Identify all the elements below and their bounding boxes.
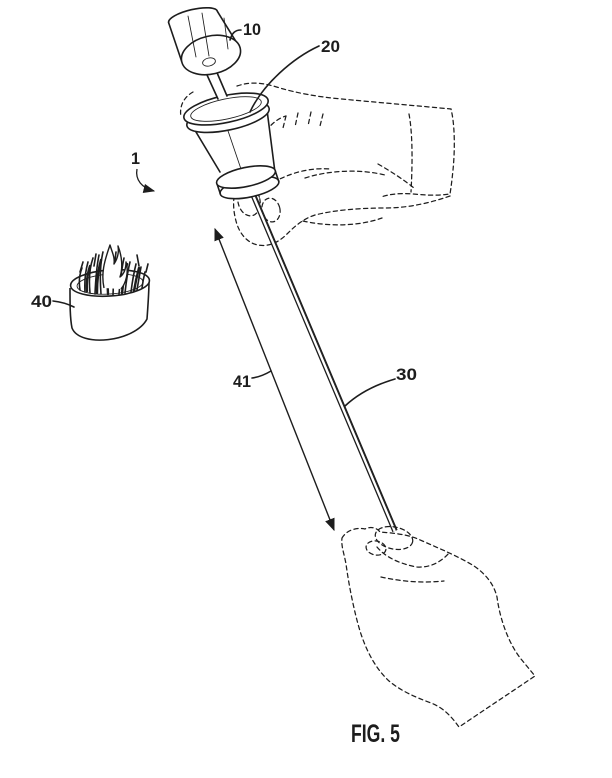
upper-hand-wrist-line bbox=[302, 217, 383, 226]
extension-arrow bbox=[214, 227, 335, 532]
leader-41 bbox=[251, 370, 272, 379]
shaft-body bbox=[250, 191, 397, 532]
flames bbox=[78, 244, 149, 296]
knob-shading-lines bbox=[187, 12, 229, 58]
handle-rim-opening bbox=[190, 96, 262, 122]
flame-sparks bbox=[79, 253, 149, 273]
figure-caption: FIG. 5 bbox=[351, 720, 400, 748]
ref-label-40: 40 bbox=[31, 292, 52, 311]
upper-hand-crease-1 bbox=[377, 163, 415, 189]
ref-label-10: 10 bbox=[243, 20, 261, 39]
upper-hand-fingertip bbox=[179, 91, 194, 118]
upper-hand-cuff-line bbox=[408, 113, 413, 193]
leader-40 bbox=[52, 300, 75, 308]
ref-label-1: 1 bbox=[131, 149, 140, 168]
shaft-highlight-line bbox=[252, 191, 397, 531]
leader-10 bbox=[229, 29, 242, 41]
lower-hand-thumb-curl bbox=[374, 525, 414, 551]
handle-base-disc-upper bbox=[215, 165, 277, 189]
fire-container bbox=[69, 244, 151, 341]
central-flame bbox=[102, 244, 128, 290]
leader-arrow-1 bbox=[136, 168, 156, 193]
upper-hand-knuckle-marks bbox=[282, 111, 324, 129]
reference-labels: 10 20 1 40 41 30 bbox=[31, 20, 417, 407]
double-headed-arrow bbox=[214, 227, 335, 532]
ref-label-20: 20 bbox=[321, 37, 340, 56]
leader-20 bbox=[249, 45, 320, 113]
lower-hand-outline bbox=[341, 525, 536, 728]
lower-hand-silhouette bbox=[341, 526, 536, 728]
lower-hand-finger-curl bbox=[365, 540, 387, 556]
handle-guard bbox=[183, 92, 280, 200]
ref-label-41: 41 bbox=[233, 372, 251, 391]
end-knob bbox=[167, 6, 242, 76]
ref-label-30: 30 bbox=[396, 365, 417, 384]
leader-30 bbox=[344, 378, 396, 407]
upper-hand-crease-2 bbox=[304, 170, 386, 179]
lower-hand-crease bbox=[380, 576, 445, 583]
lower-hand-index-curve bbox=[376, 546, 450, 568]
upper-hand-thumb-base-crease bbox=[266, 168, 331, 187]
knob-bottom-face bbox=[180, 34, 242, 76]
shaft bbox=[249, 190, 398, 533]
knob-rod-socket bbox=[202, 57, 216, 67]
